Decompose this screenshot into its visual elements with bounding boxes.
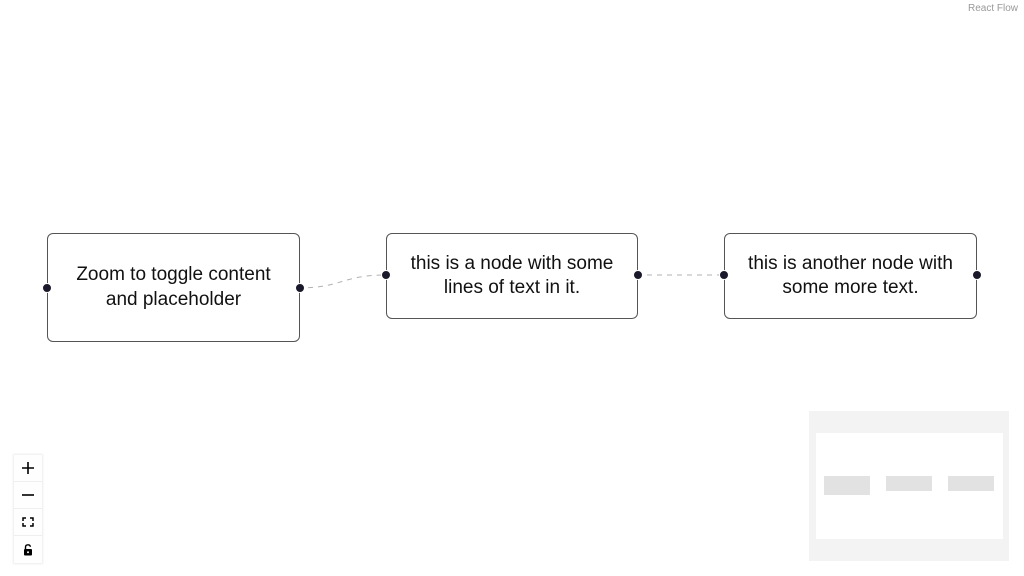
minimap[interactable] xyxy=(809,411,1009,561)
toggle-interactivity-button[interactable] xyxy=(14,536,42,563)
flow-node-2[interactable]: this is a node with some lines of text i… xyxy=(381,233,643,319)
minimap-node-2 xyxy=(886,476,932,491)
minimap-node-1 xyxy=(824,476,870,495)
fit-view-icon xyxy=(22,517,34,527)
minimap-viewport[interactable] xyxy=(816,433,1003,539)
source-handle[interactable] xyxy=(295,283,305,293)
node-label: Zoom to toggle content and placeholder xyxy=(76,264,271,310)
plus-icon xyxy=(22,462,34,474)
target-handle[interactable] xyxy=(381,270,391,280)
target-handle[interactable] xyxy=(42,283,52,293)
lock-icon xyxy=(24,543,32,555)
react-flow-attribution-link[interactable]: React Flow xyxy=(964,2,1021,15)
fit-view-button[interactable] xyxy=(14,509,42,536)
zoom-in-button[interactable] xyxy=(14,455,42,482)
minus-icon xyxy=(22,494,34,496)
source-handle[interactable] xyxy=(633,270,643,280)
source-handle[interactable] xyxy=(972,270,982,280)
zoom-out-button[interactable] xyxy=(14,482,42,509)
node-label: this is another node with some more text… xyxy=(748,252,953,299)
minimap-node-3 xyxy=(948,476,994,491)
flow-controls xyxy=(14,455,42,563)
target-handle[interactable] xyxy=(719,270,729,280)
edge-1-2[interactable] xyxy=(297,274,387,289)
flow-node-3[interactable]: this is another node with some more text… xyxy=(719,233,982,319)
node-label: this is a node with some lines of text i… xyxy=(410,252,614,299)
flow-node-1[interactable]: Zoom to toggle content and placeholder xyxy=(42,233,305,342)
